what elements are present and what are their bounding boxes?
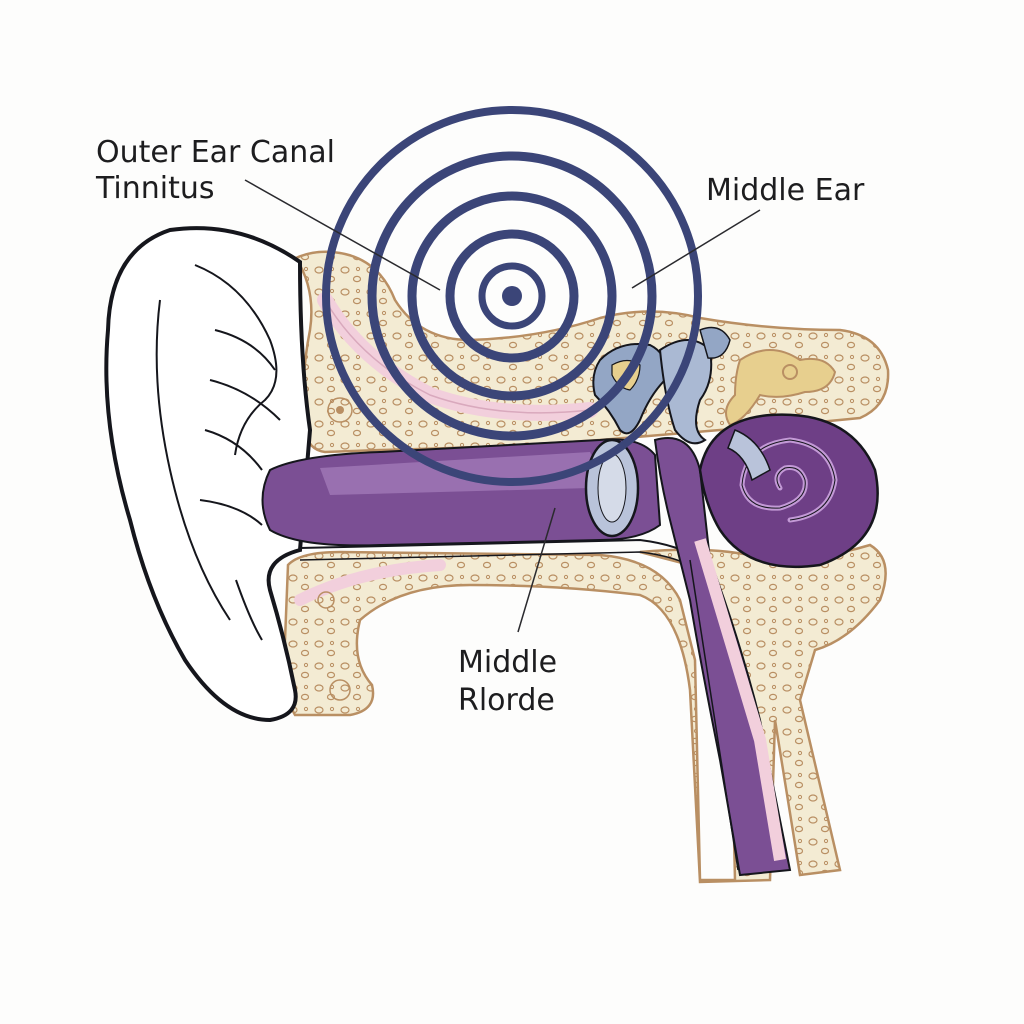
- label-outer-ear-canal: Outer Ear Canal: [96, 136, 335, 170]
- cochlea: [700, 415, 878, 567]
- label-tinnitus: Tinnitus: [96, 172, 215, 206]
- lower-temporal-bone: [284, 545, 886, 882]
- label-middle: Middle: [458, 646, 557, 680]
- label-middle-ear: Middle Ear: [706, 174, 864, 208]
- label-rlorde: Rlorde: [458, 684, 555, 718]
